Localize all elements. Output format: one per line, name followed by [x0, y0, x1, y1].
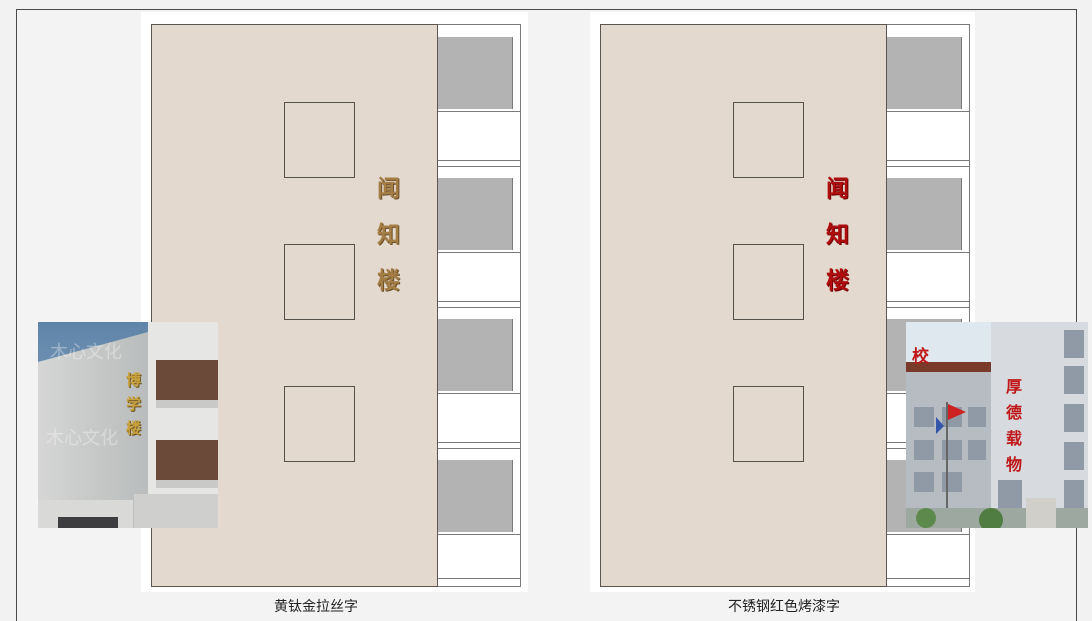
photo-top-sign: 校 — [912, 347, 929, 367]
caption-gold-option: 黄钛金拉丝字 — [274, 599, 358, 615]
window — [284, 244, 355, 320]
glass-pane — [438, 460, 513, 532]
glass-pane — [438, 319, 513, 391]
left-elevation-panel: 闻 知 楼 — [141, 12, 528, 592]
reference-photo-red: 校 厚 德 载 物 — [906, 322, 1088, 528]
facade-wall — [600, 24, 887, 587]
photo-sign-gold: 博 学 楼 — [126, 371, 142, 437]
caption-red-option: 不锈钢红色烤漆字 — [728, 599, 840, 615]
right-elevation-panel: 闻 知 楼 — [590, 12, 975, 592]
glass-pane — [887, 178, 962, 250]
watermark: 木心文化 — [46, 428, 118, 449]
side-glazing — [438, 24, 521, 587]
window — [284, 386, 355, 462]
glass-pane — [438, 178, 513, 250]
window — [733, 102, 804, 178]
photo-sign-red: 厚 德 载 物 — [1006, 377, 1023, 474]
sign-char: 闻 — [377, 175, 400, 202]
building-sign-red: 闻 知 楼 — [826, 166, 849, 304]
sign-char: 楼 — [826, 267, 849, 294]
window — [284, 102, 355, 178]
sign-char: 知 — [377, 221, 400, 248]
window — [733, 244, 804, 320]
watermark: 木心文化 — [50, 342, 122, 363]
glass-pane — [887, 37, 962, 109]
window — [733, 386, 804, 462]
building-sign-gold: 闻 知 楼 — [377, 166, 400, 304]
sign-char: 楼 — [377, 267, 400, 294]
sign-char: 闻 — [826, 175, 849, 202]
glass-pane — [438, 37, 513, 109]
sign-char: 知 — [826, 221, 849, 248]
reference-photo-gold: 博 学 楼 木心文化 木心文化 — [38, 322, 218, 528]
